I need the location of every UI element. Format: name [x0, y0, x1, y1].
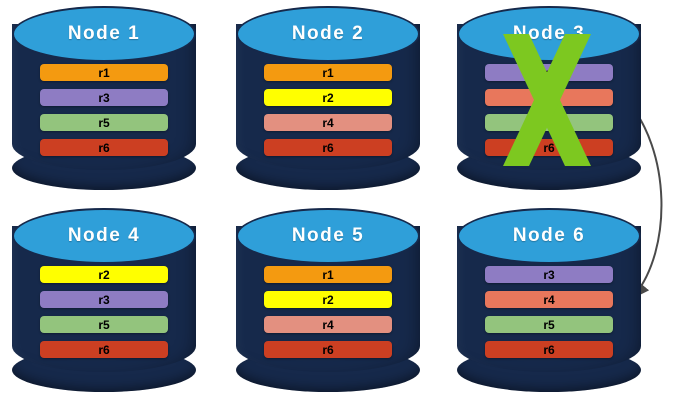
replica-bar[interactable]: r6 [264, 341, 392, 358]
cylinder-top: Node 5 [236, 208, 420, 264]
replica-list: r3 r4 r5 r6 [485, 266, 613, 358]
replica-bar[interactable]: r5 [485, 316, 613, 333]
replica-list: r1 r2 r4 r6 [264, 266, 392, 358]
replica-bar[interactable]: r5 [485, 114, 613, 131]
node-label: Node 3 [512, 23, 586, 44]
replica-bar[interactable]: r4 [485, 89, 613, 106]
node-label: Node 1 [67, 23, 141, 44]
cylinder-top: Node 1 [12, 6, 196, 62]
database-node-4[interactable]: Node 4 r2 r3 r5 r6 [12, 208, 196, 392]
replica-list: r3 r4 r5 r6 [485, 64, 613, 156]
cylinder-top: Node 2 [236, 6, 420, 62]
replica-bar[interactable]: r6 [485, 341, 613, 358]
database-node-6[interactable]: Node 6 r3 r4 r5 r6 [457, 208, 641, 392]
database-node-1[interactable]: Node 1 r1 r3 r5 r6 [12, 6, 196, 190]
replica-bar[interactable]: r1 [264, 266, 392, 283]
cylinder-top: Node 6 [457, 208, 641, 264]
replica-bar[interactable]: r4 [485, 291, 613, 308]
database-node-5[interactable]: Node 5 r1 r2 r4 r6 [236, 208, 420, 392]
replica-bar[interactable]: r4 [264, 316, 392, 333]
cylinder-top: Node 4 [12, 208, 196, 264]
replica-bar[interactable]: r2 [264, 89, 392, 106]
replica-bar[interactable]: r1 [40, 64, 168, 81]
replica-bar[interactable]: r1 [264, 64, 392, 81]
node-label: Node 6 [512, 225, 586, 246]
replica-bar[interactable]: r2 [40, 266, 168, 283]
replica-bar[interactable]: r5 [40, 316, 168, 333]
replica-list: r1 r3 r5 r6 [40, 64, 168, 156]
replica-bar[interactable]: r3 [40, 89, 168, 106]
replica-bar[interactable]: r5 [40, 114, 168, 131]
database-node-2[interactable]: Node 2 r1 r2 r4 r6 [236, 6, 420, 190]
replica-bar[interactable]: r6 [40, 139, 168, 156]
node-label: Node 4 [67, 225, 141, 246]
replica-bar[interactable]: r6 [485, 139, 613, 156]
node-label: Node 2 [291, 23, 365, 44]
replica-list: r1 r2 r4 r6 [264, 64, 392, 156]
replica-bar[interactable]: r6 [40, 341, 168, 358]
replica-bar[interactable]: r4 [264, 114, 392, 131]
replica-bar[interactable]: r3 [485, 64, 613, 81]
database-node-3[interactable]: Node 3 r3 r4 r5 r6 [457, 6, 641, 190]
node-label: Node 5 [291, 225, 365, 246]
replica-bar[interactable]: r3 [40, 291, 168, 308]
replica-bar[interactable]: r6 [264, 139, 392, 156]
replica-bar[interactable]: r3 [485, 266, 613, 283]
replica-bar[interactable]: r2 [264, 291, 392, 308]
cylinder-top: Node 3 [457, 6, 641, 62]
replica-list: r2 r3 r5 r6 [40, 266, 168, 358]
